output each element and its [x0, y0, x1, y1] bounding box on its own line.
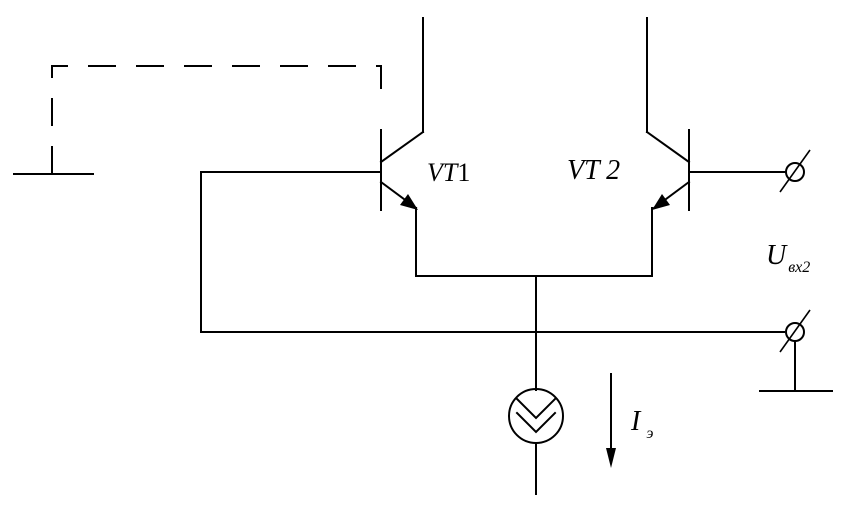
current-source-circle-icon — [508, 388, 564, 444]
terminal-circle-icon — [785, 162, 805, 182]
vt2-collector — [645, 130, 691, 164]
ground-right — [759, 340, 833, 392]
terminal-slash — [779, 309, 811, 353]
label-vt1: VT1 — [427, 158, 470, 187]
transistor-vt2 — [645, 17, 691, 277]
input-terminal-top[interactable] — [779, 149, 811, 193]
arrow-down-icon — [606, 448, 616, 468]
terminal-slash — [779, 149, 811, 193]
label-vt2: VT 2 — [567, 155, 620, 186]
vt1-collector — [379, 130, 425, 164]
chevron-down-icon — [515, 411, 557, 434]
dashed-connection — [51, 65, 382, 174]
current-source — [508, 388, 564, 495]
transistor-vt1 — [379, 17, 425, 277]
vt2-emitter-arrow-icon — [652, 194, 670, 210]
vt1-emitter-arrow-icon — [400, 194, 418, 210]
current-arrow — [606, 373, 616, 468]
vt1-base-wiring — [200, 171, 785, 333]
chevron-down-icon — [515, 397, 557, 420]
